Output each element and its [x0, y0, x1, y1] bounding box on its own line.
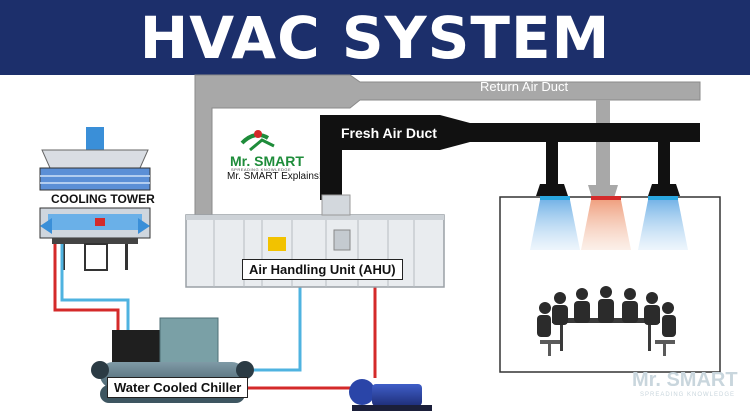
chiller-control-panel	[112, 330, 164, 364]
water-pipes	[53, 244, 377, 390]
condenser-water-supply-pipe	[60, 244, 130, 342]
cooling-tower-label: COOLING TOWER	[51, 192, 155, 206]
chilled-water-supply-pipe	[240, 285, 302, 372]
fresh-air-duct-label: Fresh Air Duct	[341, 125, 437, 141]
fresh-air-duct	[320, 115, 700, 200]
water-pump	[349, 379, 432, 411]
meeting-people	[537, 286, 676, 356]
brand-tagline: SPREADING KNOWLEDGE	[231, 167, 292, 172]
watermark-tagline: SPREADING KNOWLEDGE	[640, 392, 736, 398]
return-air-duct	[194, 74, 701, 219]
return-air-grille	[581, 200, 631, 250]
arrow-left-icon	[40, 218, 52, 234]
conditioned-room	[499, 196, 721, 373]
page-title: HVAC SYSTEM	[139, 3, 611, 72]
cold-air-diffuser	[638, 200, 688, 250]
chiller-label: Water Cooled Chiller	[107, 377, 249, 398]
brand-name: Mr. SMART	[230, 153, 304, 169]
cooling-tower	[39, 127, 151, 271]
cold-air-diffuser	[530, 200, 580, 250]
ahu-label: Air Handling Unit (AHU)	[242, 259, 403, 280]
brand-logo-icon	[240, 130, 275, 152]
brand-explains-caption: Mr. SMART Explains!	[227, 171, 322, 182]
title-banner: HVAC SYSTEM	[0, 0, 750, 75]
arrow-right-icon	[138, 218, 150, 234]
watermark-name: Mr. SMART	[632, 369, 738, 391]
return-air-duct-label: Return Air Duct	[480, 79, 569, 94]
warning-sign-icon	[268, 237, 286, 251]
condenser-water-return-pipe	[53, 244, 120, 342]
